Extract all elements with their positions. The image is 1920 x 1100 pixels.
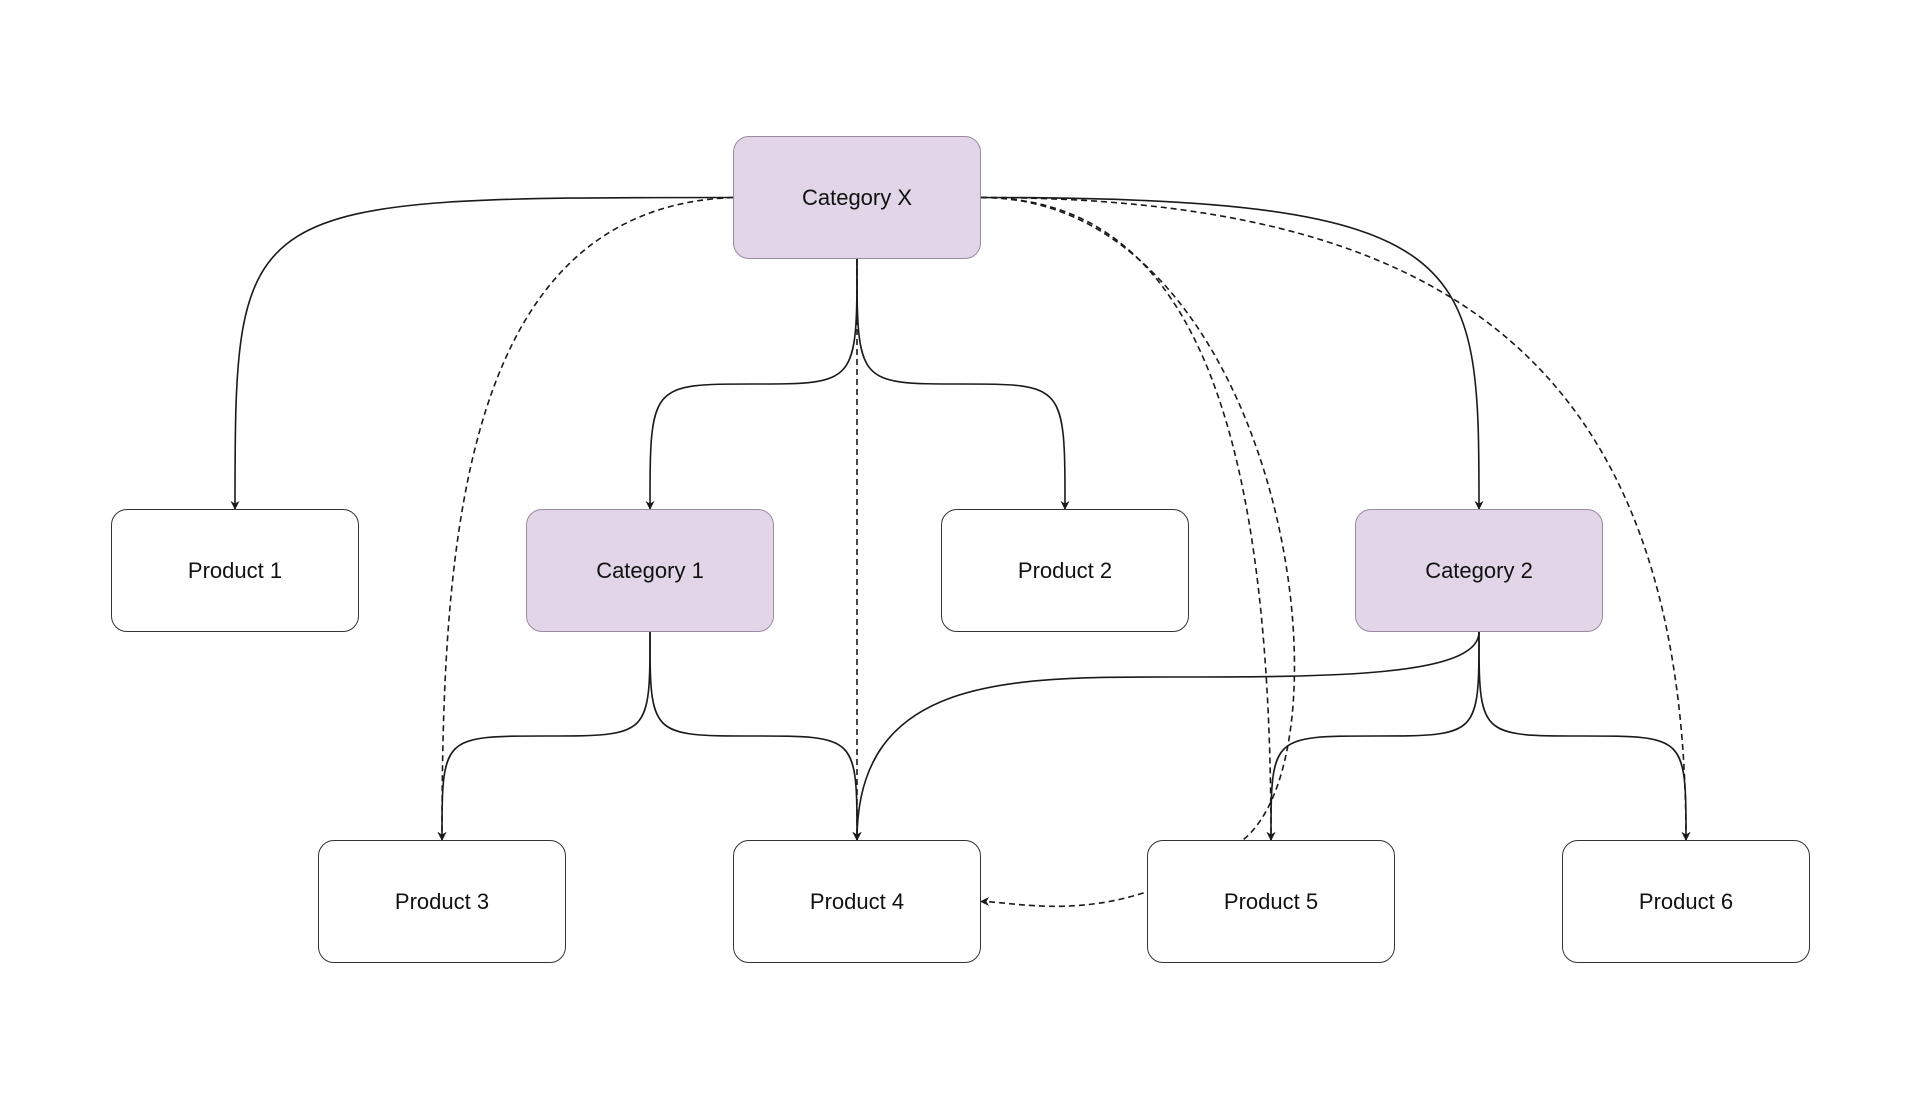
edge-catX-to-cat2[interactable]	[980, 196, 1484, 510]
edge-catX-to-p4[interactable]	[980, 196, 1296, 908]
edge-catX-to-p1[interactable]	[230, 196, 734, 510]
edge-cat2-to-p5[interactable]	[1266, 631, 1480, 841]
edge-catX-to-cat1[interactable]	[645, 258, 858, 510]
node-product-3[interactable]: Product 3	[318, 840, 566, 963]
edges-layer	[230, 196, 1691, 908]
node-product-2[interactable]: Product 2	[941, 509, 1189, 632]
node-product-4[interactable]: Product 4	[733, 840, 981, 963]
node-label: Category 1	[596, 557, 704, 583]
node-label: Product 4	[809, 888, 905, 914]
edge-cat1-to-p4[interactable]	[649, 631, 862, 841]
node-product-6[interactable]: Product 6	[1562, 840, 1810, 963]
node-product-5[interactable]: Product 5	[1147, 840, 1395, 963]
node-label: Product 5	[1223, 888, 1319, 914]
edge-catX-to-p2[interactable]	[856, 258, 1070, 510]
node-label: Product 2	[1017, 557, 1113, 583]
node-category-1[interactable]: Category 1	[526, 509, 774, 632]
node-label: Category X	[801, 184, 913, 210]
edge-cat2-to-p4[interactable]	[852, 631, 1480, 841]
node-label: Product 1	[187, 557, 283, 583]
edge-catX-to-p5[interactable]	[980, 196, 1276, 841]
node-label: Product 3	[394, 888, 490, 914]
edge-cat2-to-p6[interactable]	[1478, 631, 1691, 841]
node-product-1[interactable]: Product 1	[111, 509, 359, 632]
node-category-x[interactable]: Category X	[733, 136, 981, 259]
node-label: Category 2	[1425, 557, 1533, 583]
edge-catX-to-p3[interactable]	[437, 196, 734, 841]
node-label: Product 6	[1638, 888, 1734, 914]
edge-cat1-to-p3[interactable]	[437, 631, 651, 841]
node-category-2[interactable]: Category 2	[1355, 509, 1603, 632]
